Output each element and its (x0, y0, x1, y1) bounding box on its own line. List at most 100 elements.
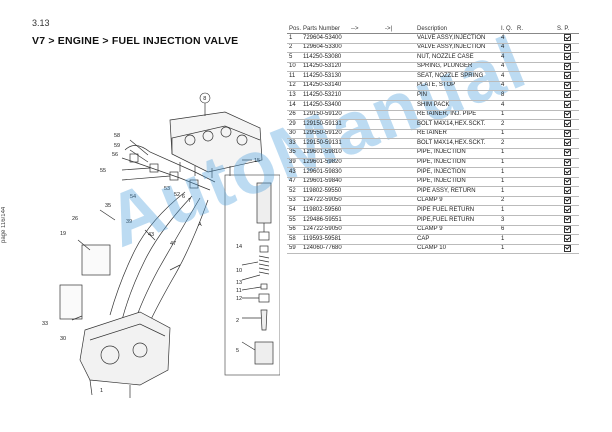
row-part-number: 114250-53080 (301, 52, 349, 63)
row-pos: 12 (287, 81, 301, 92)
row-pos: 2 (287, 43, 301, 54)
spare-part-checkbox[interactable] (563, 244, 571, 252)
row-pos: 1 (287, 33, 301, 44)
spare-part-checkbox[interactable] (563, 110, 571, 118)
row-range-from (349, 129, 383, 140)
row-range-from (349, 119, 383, 130)
row-description: CLAMP 9 (415, 225, 499, 236)
row-spare-part-cell (555, 129, 579, 140)
spare-part-checkbox[interactable] (563, 81, 571, 89)
row-quantity: 2 (499, 119, 515, 130)
callout-52: 52 (174, 192, 180, 198)
spare-part-checkbox[interactable] (563, 91, 571, 99)
row-remark (515, 33, 555, 44)
spare-part-checkbox[interactable] (563, 72, 571, 80)
row-description: PIPE ASSY, RETURN (415, 186, 499, 197)
row-spare-part-cell (555, 119, 579, 130)
row-remark (515, 71, 555, 82)
callout-2: 2 (236, 318, 239, 324)
row-spare-part-cell (555, 138, 579, 149)
row-pos: 29 (287, 119, 301, 130)
row-range-from (349, 244, 383, 255)
spare-part-checkbox[interactable] (563, 235, 571, 243)
callout-56: 56 (112, 152, 118, 158)
col-header-sp: S. P. (555, 24, 579, 34)
row-quantity: 1 (499, 110, 515, 121)
row-remark (515, 90, 555, 102)
callout-13: 13 (236, 280, 242, 286)
row-pos: 11 (287, 71, 301, 82)
row-range-from (349, 110, 383, 121)
row-range-to (383, 148, 415, 159)
page-indicator: page 116/144 (1, 206, 7, 244)
row-range-to (383, 119, 415, 130)
spare-part-checkbox[interactable] (563, 129, 571, 137)
row-part-number: 114250-53400 (301, 100, 349, 111)
spare-part-checkbox[interactable] (563, 34, 571, 41)
row-range-from (349, 196, 383, 207)
col-header-iq: I. Q. (499, 24, 515, 34)
row-quantity: 1 (499, 177, 515, 188)
row-range-to (383, 52, 415, 63)
row-range-to (383, 167, 415, 178)
row-quantity: 4 (499, 81, 515, 92)
row-range-to (383, 196, 415, 207)
row-spare-part-cell (555, 196, 579, 207)
spare-part-checkbox[interactable] (563, 177, 571, 185)
spare-part-checkbox[interactable] (563, 196, 571, 204)
row-quantity: 4 (499, 43, 515, 54)
spare-part-checkbox[interactable] (563, 158, 571, 166)
row-pos: 56 (287, 225, 301, 236)
col-header-parts-number: Parts Number (301, 24, 349, 34)
row-part-number: 129150-59131 (301, 138, 349, 149)
row-spare-part-cell (555, 33, 579, 44)
spare-part-checkbox[interactable] (563, 187, 571, 195)
row-remark (515, 225, 555, 236)
spare-part-checkbox[interactable] (563, 101, 571, 109)
row-range-to (383, 81, 415, 92)
callout-5: 5 (236, 348, 239, 354)
row-range-to (383, 100, 415, 111)
row-description: PIPE,FUEL RETURN (415, 215, 499, 226)
callout-14: 14 (236, 244, 242, 250)
row-quantity: 1 (499, 244, 515, 255)
injector-exploded-drawing (224, 174, 280, 376)
row-quantity: 4 (499, 52, 515, 63)
row-part-number: 119802-59550 (301, 186, 349, 197)
spare-part-checkbox[interactable] (563, 225, 571, 233)
spare-part-checkbox[interactable] (563, 120, 571, 128)
row-description: PLATE, STOP (415, 81, 499, 92)
row-pos: 52 (287, 186, 301, 197)
row-description: PIPE, INJECTION (415, 158, 499, 169)
row-pos: 54 (287, 205, 301, 216)
spare-part-checkbox[interactable] (563, 206, 571, 214)
spare-part-checkbox[interactable] (563, 148, 571, 156)
callout-54: 54 (130, 194, 136, 200)
row-range-from (349, 225, 383, 236)
row-description: SHIM PACK (415, 100, 499, 111)
spare-part-checkbox[interactable] (563, 215, 571, 223)
row-part-number: 129486-59551 (301, 215, 349, 226)
row-quantity: 1 (499, 167, 515, 178)
parts-table: Pos. Parts Number --> ->| Description I.… (287, 24, 579, 255)
spare-part-checkbox[interactable] (563, 168, 571, 176)
row-pos: 55 (287, 215, 301, 226)
spare-part-checkbox[interactable] (563, 53, 571, 61)
row-range-to (383, 215, 415, 226)
row-range-from (349, 81, 383, 92)
row-description: NUT, NOZZLE CASE (415, 52, 499, 63)
spare-part-checkbox[interactable] (563, 62, 571, 70)
row-range-from (349, 62, 383, 73)
row-range-to (383, 244, 415, 255)
spare-part-checkbox[interactable] (563, 43, 571, 51)
row-spare-part-cell (555, 215, 579, 226)
spare-part-checkbox[interactable] (563, 139, 571, 147)
